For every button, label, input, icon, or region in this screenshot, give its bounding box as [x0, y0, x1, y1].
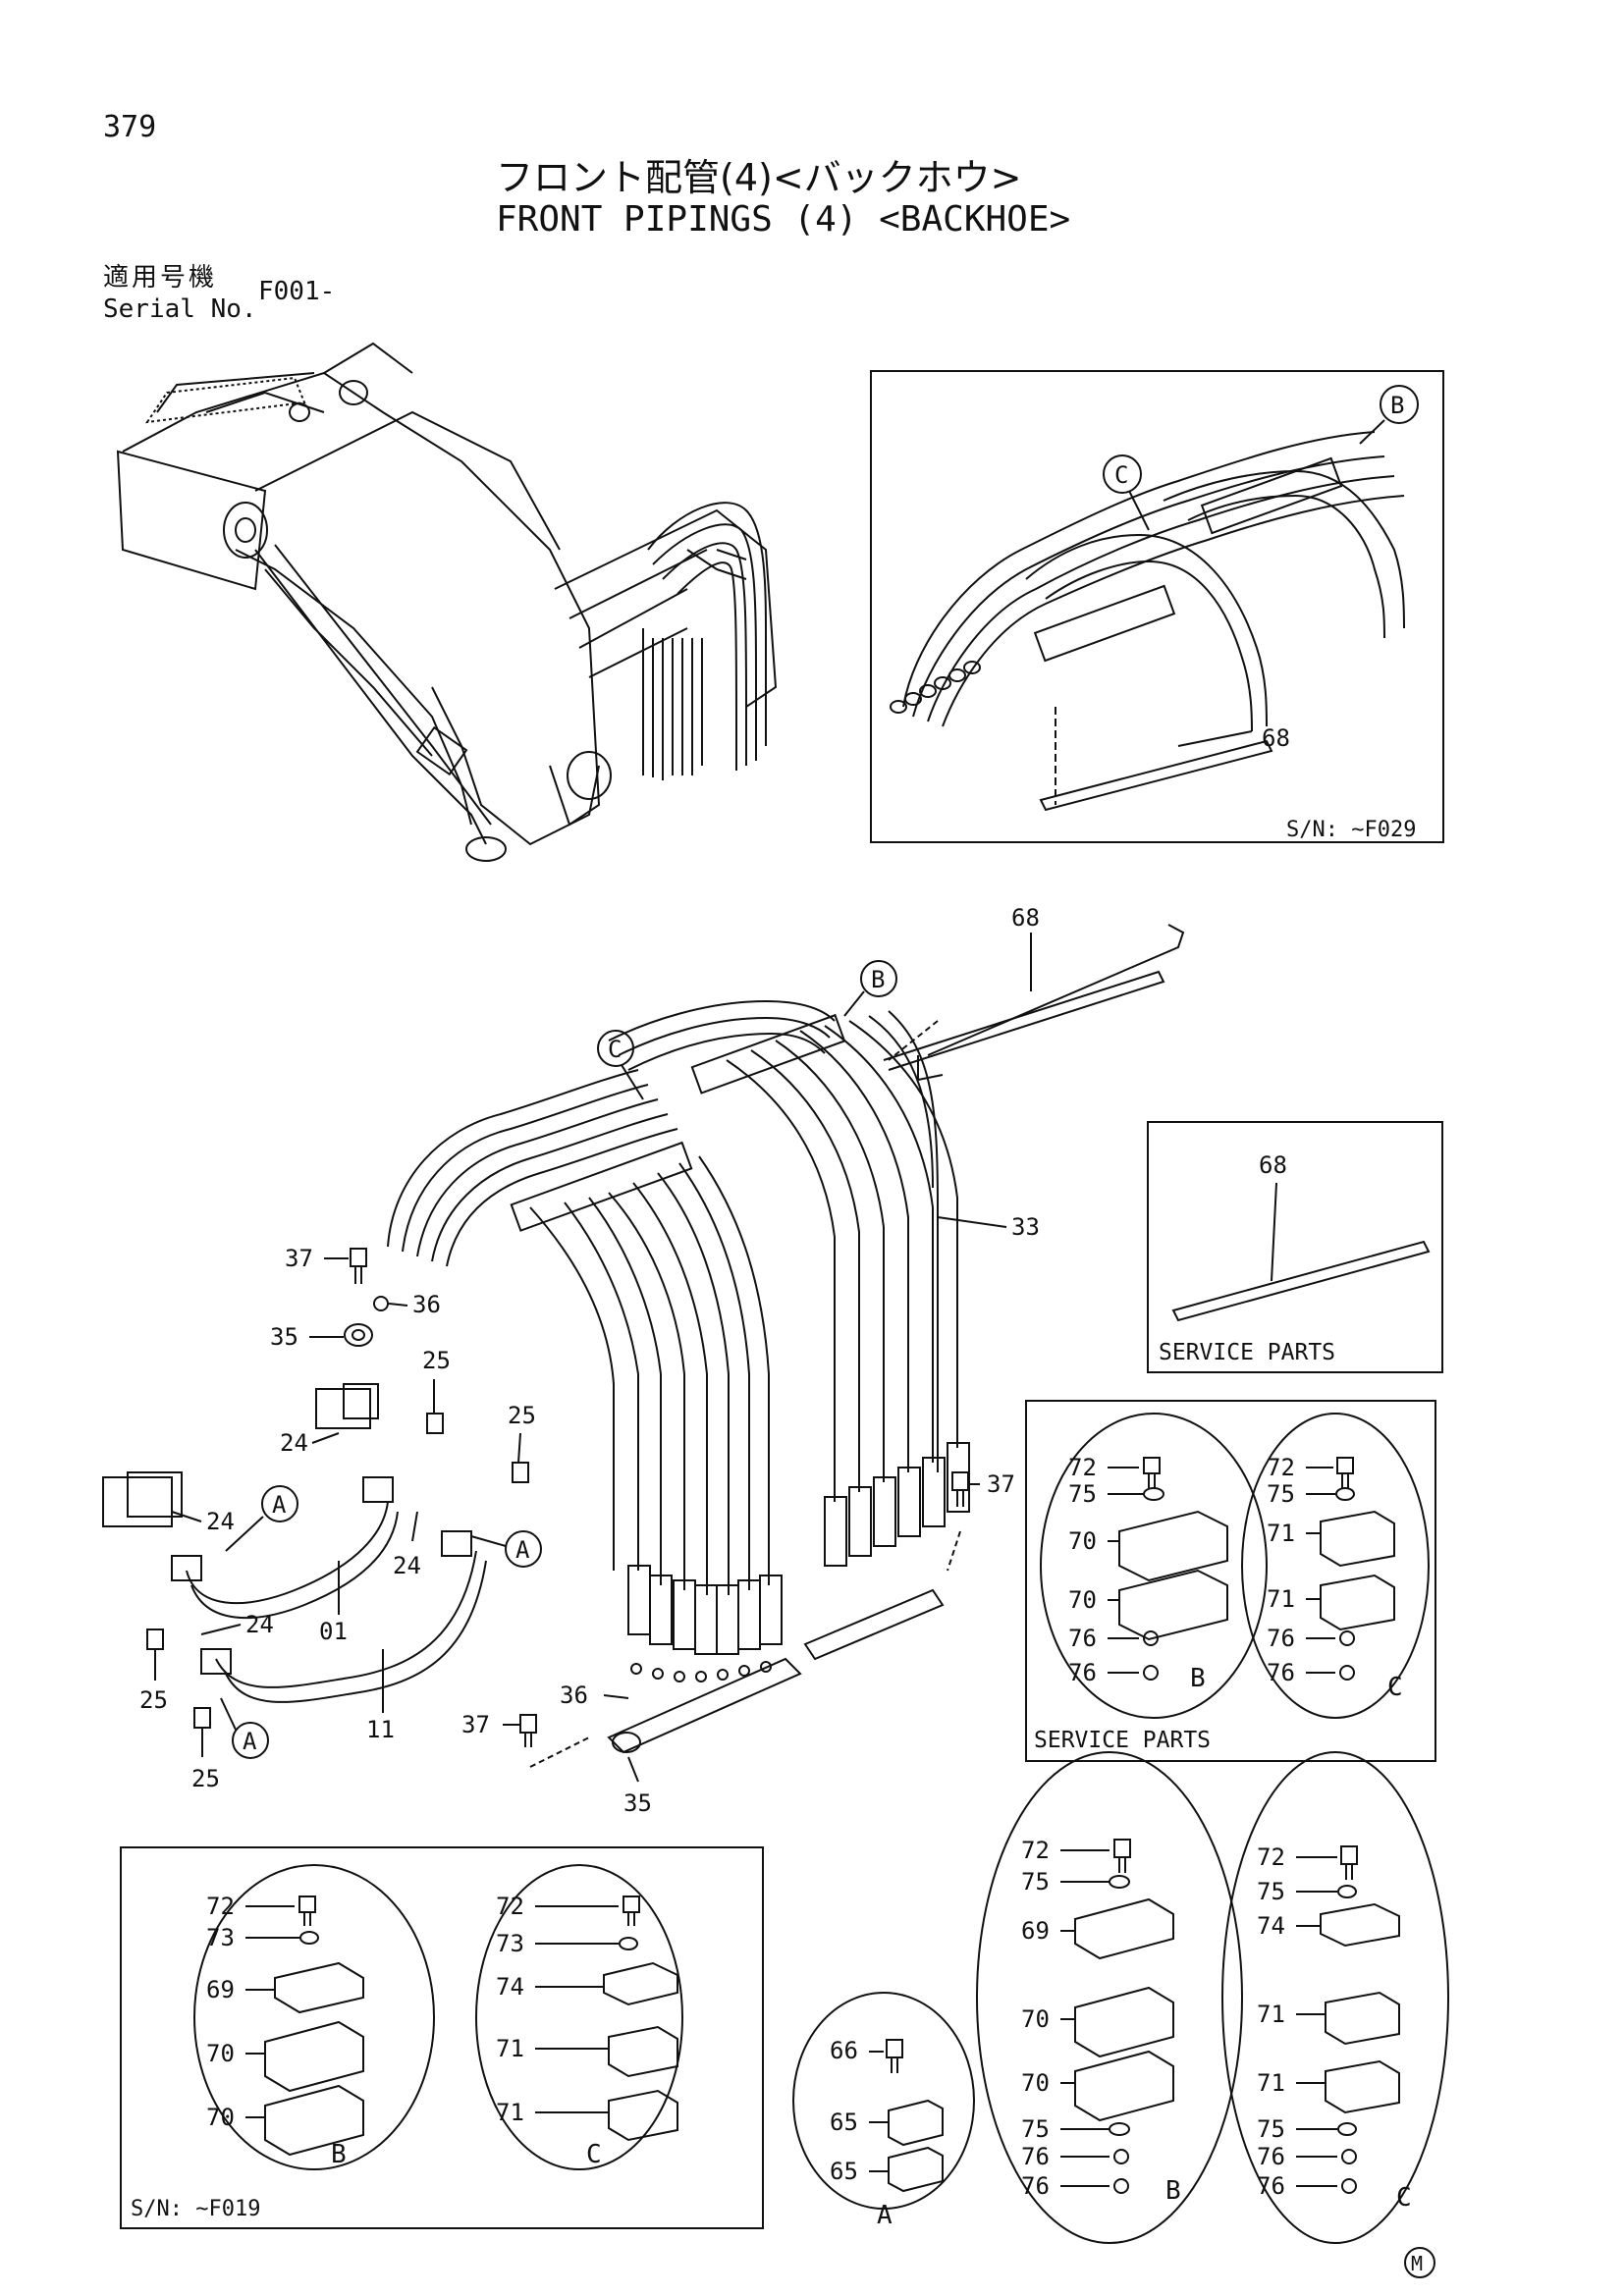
label-75-b-bottom: 75	[1021, 2115, 1050, 2143]
label-68-main: 68	[1011, 904, 1040, 932]
label-76-svc-c-1: 76	[1267, 1625, 1295, 1652]
serial-label-english: Serial No.	[103, 294, 257, 324]
label-72-svc-c: 72	[1267, 1454, 1295, 1481]
label-76-c-2: 76	[1257, 2172, 1285, 2200]
label-70-b-2: 70	[1021, 2069, 1050, 2097]
label-66: 66	[830, 2037, 858, 2064]
callout-b: B	[1390, 392, 1404, 419]
label-25-c: 25	[139, 1686, 168, 1714]
label-37-right: 37	[987, 1470, 1015, 1498]
label-65-2: 65	[830, 2158, 858, 2185]
label-76-svc-b-2: 76	[1068, 1659, 1097, 1686]
fitting-cluster: 37 36 35 25 25 24 24 24 24 01 11 A	[102, 1245, 542, 1792]
label-72-svc-b: 72	[1068, 1454, 1097, 1481]
label-74-c: 74	[1257, 1912, 1285, 1940]
letter-b-bottom: B	[1165, 2176, 1181, 2206]
f019-letter-b: B	[331, 2140, 347, 2169]
label-71-c-2: 71	[1257, 2069, 1285, 2097]
callout-c-main: C	[608, 1036, 622, 1063]
callout-a-1: A	[272, 1491, 287, 1519]
label-75-svc-c: 75	[1267, 1480, 1295, 1508]
label-75-svc-b: 75	[1068, 1480, 1097, 1508]
letter-c-bottom: C	[1396, 2183, 1412, 2213]
sn-label-f029: S/N: ~F029	[1286, 818, 1416, 842]
label-24-a: 24	[280, 1429, 308, 1457]
label-70-b-1: 70	[1021, 2005, 1050, 2033]
svc-letter-c: C	[1387, 1673, 1403, 1702]
label-24-b: 24	[206, 1508, 235, 1535]
label-65-1: 65	[830, 2109, 858, 2136]
label-71-f019-c-1: 71	[496, 2035, 524, 2062]
label-35-upper: 35	[270, 1323, 298, 1351]
letter-a: A	[877, 2201, 893, 2230]
label-71-svc-c-1: 71	[1267, 1520, 1295, 1547]
label-35-lower: 35	[623, 1789, 652, 1817]
label-70-svc-b-2: 70	[1068, 1586, 1097, 1614]
label-74-f019-c: 74	[496, 1973, 524, 2001]
title-english: FRONT PIPINGS (4) <BACKHOE>	[496, 199, 1071, 240]
sn-label-f019: S/N: ~F019	[131, 2197, 260, 2221]
service-parts-box-68: 68 SERVICE PARTS	[1147, 1121, 1443, 1373]
clamp-a-stack: 66 65 65 A	[792, 1992, 975, 2230]
label-72-c: 72	[1257, 1843, 1285, 1871]
serial-value: F001-	[258, 277, 336, 306]
label-76-svc-b-1: 76	[1068, 1625, 1097, 1652]
label-75-c-top: 75	[1257, 1878, 1285, 1905]
detail-box-sn-f029: 68 S/N: ~F029 B C	[870, 370, 1444, 843]
label-33: 33	[1011, 1213, 1040, 1241]
label-70-svc-b-1: 70	[1068, 1527, 1097, 1555]
callout-a-2: A	[515, 1536, 530, 1564]
label-37-lower: 37	[461, 1711, 490, 1738]
label-25-d: 25	[191, 1765, 220, 1792]
label-25-b: 25	[508, 1402, 536, 1429]
label-72-f019-c: 72	[496, 1893, 524, 1920]
label-71-svc-c-2: 71	[1267, 1585, 1295, 1613]
label-76-svc-c-2: 76	[1267, 1659, 1295, 1686]
label-24-c: 24	[393, 1552, 421, 1579]
label-01: 01	[319, 1618, 348, 1645]
boom-overview-illustration	[116, 342, 778, 862]
label-37-upper: 37	[285, 1245, 313, 1272]
label-73-f019-b: 73	[206, 1924, 235, 1951]
label-76-b-2: 76	[1021, 2172, 1050, 2200]
label-72-b: 72	[1021, 1837, 1050, 1864]
label-75-c-bottom: 75	[1257, 2115, 1285, 2143]
label-70-f019-b-1: 70	[206, 2040, 235, 2067]
svc-letter-b: B	[1190, 1664, 1206, 1693]
label-36-upper: 36	[412, 1291, 441, 1318]
label-76-c-1: 76	[1257, 2143, 1285, 2170]
label-76-b-1: 76	[1021, 2143, 1050, 2170]
service-parts-label-2: SERVICE PARTS	[1034, 1728, 1211, 1753]
service-parts-box-clamps: 72 75 70 70 76 76 B 72 75 71 71 76 76 C …	[1025, 1400, 1436, 1762]
title-japanese: フロント配管(4)<バックホウ>	[496, 156, 1022, 199]
callout-a-3: A	[243, 1728, 257, 1755]
corner-logo: M	[1404, 2247, 1435, 2278]
f019-letter-c: C	[586, 2140, 602, 2169]
clamp-b-c-stacks: 72 75 69 70 70 75 76 76 B 72 75 74 71 71…	[976, 1751, 1449, 2244]
label-75-b-top: 75	[1021, 1868, 1050, 1896]
callout-b-main: B	[871, 966, 885, 993]
page-number: 379	[103, 110, 157, 144]
serial-label-japanese: 適用号機	[103, 263, 218, 293]
service-parts-label-1: SERVICE PARTS	[1159, 1340, 1335, 1365]
label-71-f019-c-2: 71	[496, 2099, 524, 2126]
callout-c: C	[1114, 461, 1128, 489]
bottom-clamp-row: 36 37 35 37	[461, 1470, 1015, 1817]
label-69-f019-b: 69	[206, 1976, 235, 2003]
main-hose-assembly: C B 68 33	[387, 904, 1185, 1655]
label-68-service: 68	[1259, 1151, 1287, 1179]
label-11: 11	[366, 1716, 395, 1743]
label-68: 68	[1262, 724, 1290, 752]
label-25-a: 25	[422, 1347, 451, 1374]
detail-box-sn-f019: 72 73 69 70 70 B 72 73 74 71 71 C S/N: ~…	[120, 1846, 764, 2229]
label-70-f019-b-2: 70	[206, 2104, 235, 2131]
label-72-f019-b: 72	[206, 1893, 235, 1920]
label-73-f019-c: 73	[496, 1930, 524, 1957]
logo-letter: M	[1411, 2252, 1423, 2275]
label-71-c-1: 71	[1257, 2001, 1285, 2028]
label-69-b: 69	[1021, 1917, 1050, 1945]
label-36-lower: 36	[560, 1682, 588, 1709]
